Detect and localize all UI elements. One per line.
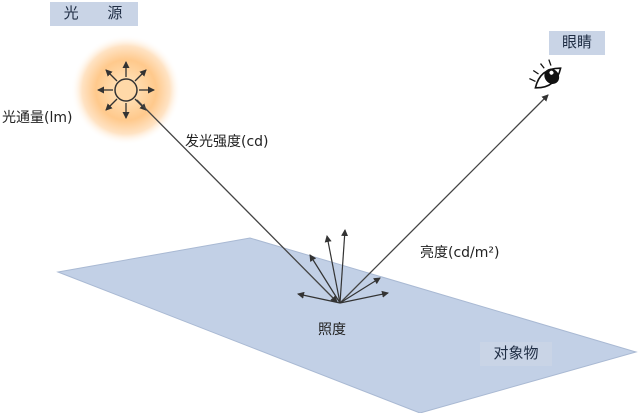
sun-icon	[97, 61, 155, 119]
luminous-intensity-label: 发光强度(cd)	[185, 134, 269, 150]
luminous-flux-label: 光通量(lm)	[2, 110, 73, 126]
object-plane	[56, 237, 638, 413]
illuminance-label: 照度	[318, 322, 346, 338]
reflected-ray	[339, 94, 549, 304]
scatter-arrows	[297, 229, 389, 304]
eye-tag: 眼睛	[549, 31, 605, 55]
eye-icon	[529, 59, 562, 89]
light-source-tag: 光 源	[50, 2, 138, 26]
incident-ray	[136, 99, 338, 303]
luminance-label: 亮度(cd/m²)	[420, 245, 500, 261]
object-tag: 对象物	[480, 342, 552, 366]
